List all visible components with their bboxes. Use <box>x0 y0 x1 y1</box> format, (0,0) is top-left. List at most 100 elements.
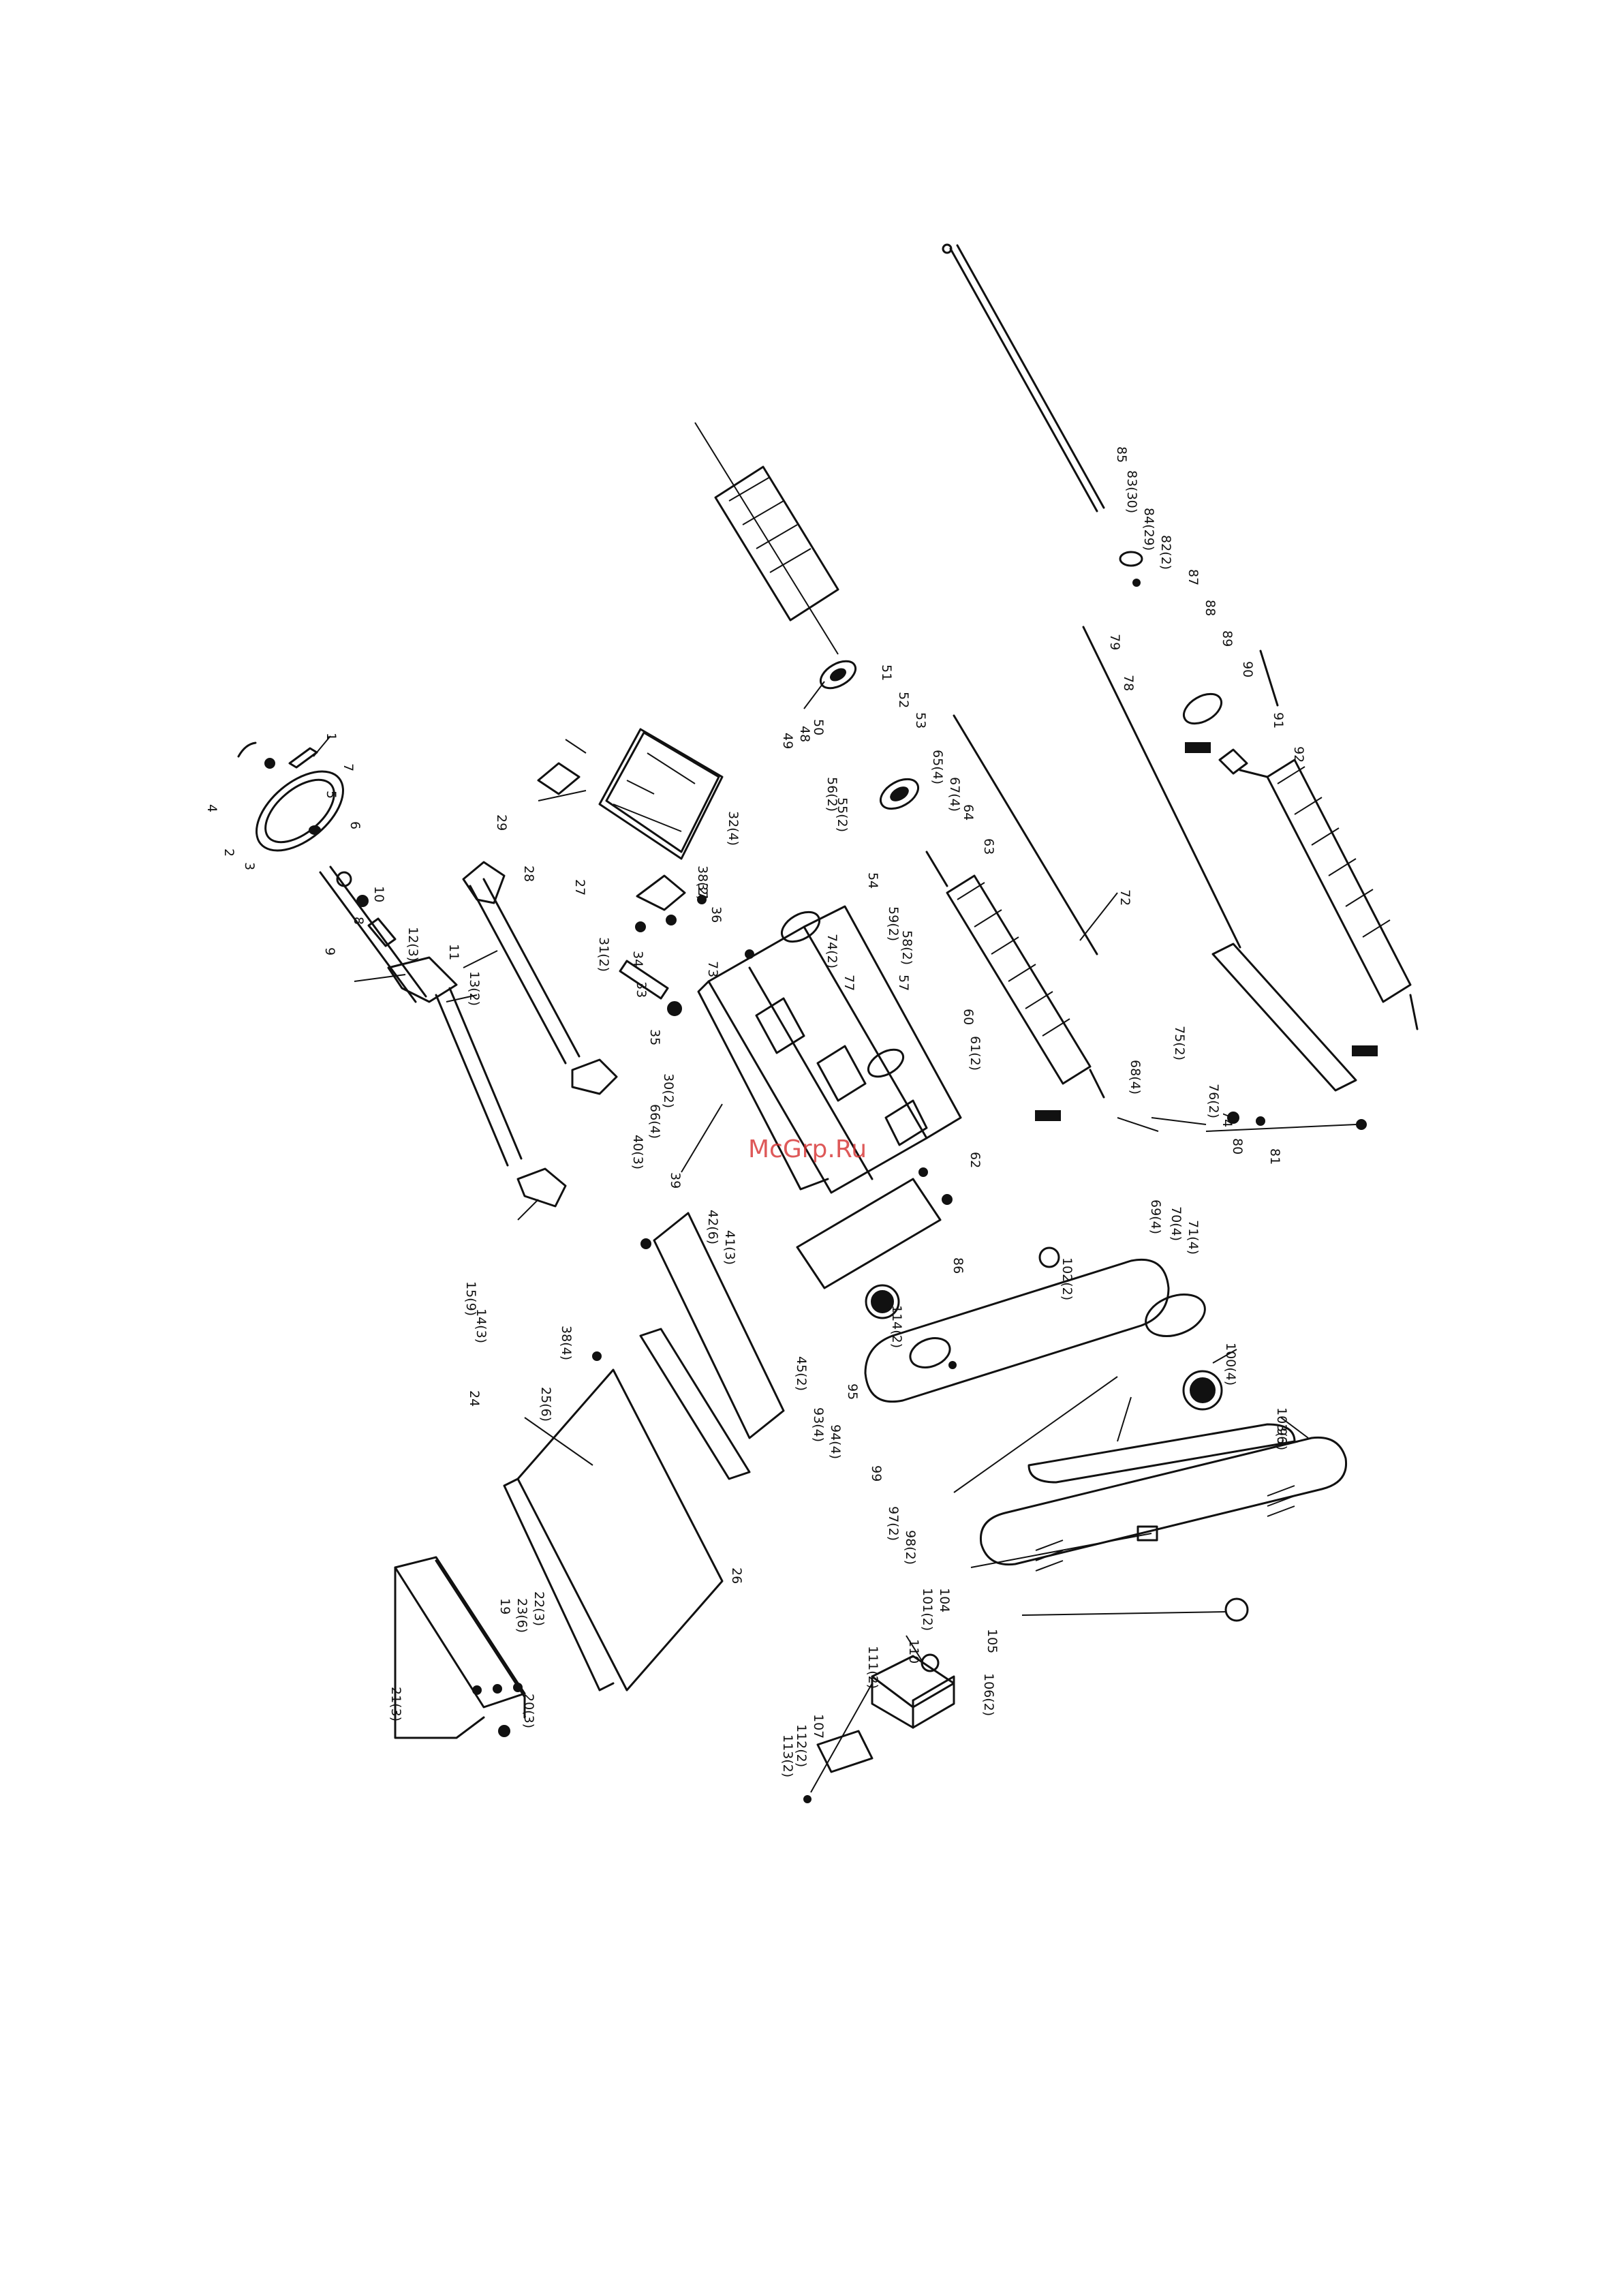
callout-104: 104 <box>937 1588 952 1612</box>
callout-34: 34 <box>630 951 645 967</box>
callout-35: 35 <box>647 1029 662 1045</box>
callout-60: 60 <box>961 1009 976 1025</box>
callout-69: 69(4) <box>1148 1199 1163 1234</box>
callout-61: 61(2) <box>968 1036 983 1071</box>
callout-74: 74 <box>1220 1111 1235 1127</box>
callout-9: 9 <box>322 947 337 955</box>
callout-64: 64 <box>961 804 976 821</box>
callout-78: 78 <box>1121 675 1136 691</box>
callout-27: 27 <box>572 879 587 896</box>
callout-83: 83(30) <box>1124 470 1139 513</box>
main-frame <box>697 905 962 1289</box>
callout-29: 29 <box>494 814 509 831</box>
callout-105: 105 <box>985 1629 1000 1653</box>
callout-labels: 123456789101112(3)13(2)14(3)15(9)1920(3)… <box>204 446 1306 1777</box>
callout-28: 28 <box>521 866 536 882</box>
callout-100: 100(4) <box>1223 1343 1238 1386</box>
callout-20: 20(3) <box>521 1694 536 1728</box>
callout-leaders <box>313 681 1357 1793</box>
tables-and-plates <box>503 1212 785 1692</box>
callout-38b: 38(4) <box>559 1326 574 1360</box>
switch-box <box>803 1653 955 1803</box>
callout-112: 112(2) <box>794 1724 809 1767</box>
callout-96: 96 <box>1274 1428 1289 1444</box>
callout-107: 107 <box>811 1714 826 1739</box>
callout-54: 54 <box>865 872 880 889</box>
callout-70: 70(4) <box>1169 1206 1184 1241</box>
callout-41: 41(3) <box>722 1230 737 1265</box>
callout-93: 93(4) <box>811 1407 826 1442</box>
callout-58: 58(2) <box>899 930 914 965</box>
callout-15: 15(9) <box>463 1281 478 1316</box>
callout-88: 88 <box>1203 600 1218 616</box>
callout-23: 23(6) <box>514 1598 529 1633</box>
callout-87: 87 <box>1186 569 1201 585</box>
callout-92: 92 <box>1291 746 1306 763</box>
callout-24: 24 <box>467 1390 482 1407</box>
callout-103: 103(3) <box>1274 1407 1289 1450</box>
callout-101: 101(2) <box>920 1588 935 1631</box>
callout-25: 25(6) <box>538 1387 553 1422</box>
callout-50: 50 <box>811 719 826 735</box>
callout-110: 110 <box>906 1639 921 1664</box>
callout-39: 39 <box>668 1172 683 1189</box>
callout-90: 90 <box>1240 661 1255 677</box>
cutter-head <box>694 422 857 690</box>
callout-97: 97(2) <box>886 1506 901 1541</box>
callout-80: 80 <box>1230 1138 1245 1154</box>
callout-32: 32(4) <box>726 811 741 846</box>
callout-68: 68(4) <box>1128 1060 1143 1095</box>
callout-102: 102(2) <box>1060 1257 1075 1300</box>
callout-81: 81 <box>1267 1148 1282 1165</box>
callout-33: 33 <box>634 981 649 998</box>
callout-42: 42(6) <box>705 1210 720 1244</box>
callout-26: 26 <box>729 1567 744 1584</box>
callout-95: 95 <box>845 1383 860 1400</box>
callout-91: 91 <box>1271 712 1286 729</box>
callout-62: 62 <box>968 1152 983 1168</box>
callout-84: 84(29) <box>1141 508 1156 551</box>
feed-roller-rear <box>1185 742 1419 1056</box>
gears <box>880 649 1279 810</box>
callout-8: 8 <box>351 917 366 925</box>
callout-63: 63 <box>981 838 996 855</box>
callout-86: 86 <box>950 1257 965 1274</box>
callout-76: 76(2) <box>1206 1084 1221 1118</box>
callout-10: 10 <box>371 886 386 902</box>
handwheel-assembly <box>237 741 458 1003</box>
callout-45: 45(2) <box>794 1356 809 1391</box>
callout-31: 31(2) <box>596 937 611 972</box>
callout-36: 36 <box>709 906 724 923</box>
callout-67: 67(4) <box>947 777 962 812</box>
callout-79: 79 <box>1107 634 1122 650</box>
guide-rod-assembly <box>435 861 618 1208</box>
callout-111: 111(2) <box>865 1646 880 1689</box>
belt-drive <box>864 1246 1348 1622</box>
callout-98: 98(2) <box>903 1530 918 1565</box>
callout-22: 22(3) <box>531 1591 546 1626</box>
callout-56: 56(2) <box>824 777 839 812</box>
callout-77: 77 <box>841 975 856 991</box>
callout-13: 13(2) <box>467 971 482 1006</box>
callout-51: 51 <box>879 664 894 681</box>
callout-59: 59(2) <box>886 906 901 941</box>
callout-82: 82(2) <box>1158 535 1173 570</box>
callout-1: 1 <box>324 733 339 741</box>
callout-7: 7 <box>341 763 356 771</box>
callout-6: 6 <box>347 821 362 829</box>
callout-30: 30(2) <box>661 1073 676 1108</box>
callout-5: 5 <box>324 791 339 799</box>
callout-2: 2 <box>221 848 236 857</box>
motor-cover-assembly <box>537 728 724 1016</box>
callout-12: 12(3) <box>405 927 420 962</box>
callout-106: 106(2) <box>981 1673 996 1716</box>
callout-71: 71(4) <box>1186 1220 1201 1255</box>
callout-4: 4 <box>204 804 219 812</box>
callout-89: 89 <box>1220 630 1235 647</box>
part-drawings <box>237 243 1419 1803</box>
callout-48: 48 <box>797 726 812 742</box>
callout-114: 114(2) <box>889 1305 904 1348</box>
callout-53: 53 <box>913 712 928 729</box>
callout-72: 72 <box>1117 889 1132 906</box>
